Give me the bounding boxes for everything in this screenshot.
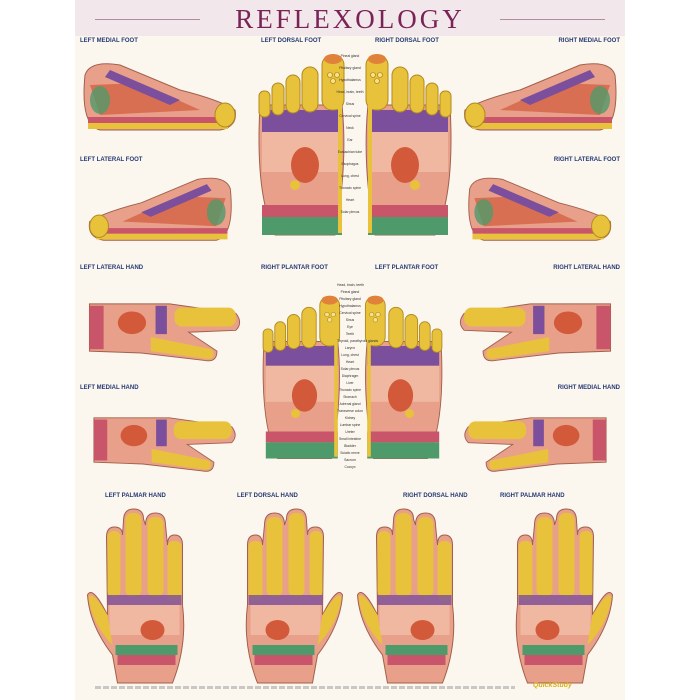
left-palmar-hand-diagram	[85, 505, 210, 685]
plantar-label: Sciatic nerve	[340, 451, 360, 455]
dorsal-label: Thoracic spine	[338, 186, 362, 190]
plantar-label: Pineal gland	[340, 290, 360, 294]
header-left-dorsal-foot: LEFT DORSAL FOOT	[261, 38, 322, 44]
page-title: REFLEXOLOGY	[235, 4, 465, 34]
plantar-label: Small intestine	[338, 437, 362, 441]
right-plantar-foot-diagram	[255, 275, 345, 480]
header-left-lateral-foot: LEFT LATERAL FOOT	[80, 157, 143, 163]
plantar-label-column: Head, brain, teeth Pineal gland Pituitar…	[337, 282, 379, 471]
plantar-label: Lumbar spine	[339, 423, 361, 427]
dorsal-label: Cervical spine	[339, 114, 361, 118]
plantar-label: Thoracic spine	[338, 388, 362, 392]
plantar-label: Stomach	[343, 395, 357, 399]
dorsal-label: Eustachian tube	[337, 150, 363, 154]
dorsal-label: Lung, chest	[341, 174, 359, 178]
header-left-palmar-hand: LEFT PALMAR HAND	[105, 493, 166, 499]
dorsal-label: Neck	[346, 126, 354, 130]
dorsal-label: Sinus	[345, 102, 355, 106]
dorsal-label: Esophagus	[341, 162, 359, 166]
right-lateral-hand-diagram	[450, 285, 620, 370]
reflexology-poster: REFLEXOLOGY	[75, 0, 625, 700]
dorsal-label-column: Pineal gland Pituitary gland Hypothalamu…	[336, 50, 364, 218]
left-plantar-foot-diagram	[360, 275, 450, 480]
plantar-label: Cervical spine	[339, 311, 361, 315]
dorsal-label: Solar plexus	[340, 210, 360, 214]
dorsal-label: Pituitary gland	[339, 66, 361, 70]
header-left-plantar-foot: LEFT PLANTAR FOOT	[375, 265, 439, 271]
left-lateral-hand-diagram	[80, 285, 250, 370]
left-lateral-foot-diagram	[80, 170, 240, 245]
dorsal-label: Heart	[345, 198, 355, 202]
header-right-medial-foot: RIGHT MEDIAL FOOT	[558, 38, 620, 44]
right-dorsal-hand-diagram	[355, 505, 480, 685]
dorsal-label: Ear	[347, 138, 353, 142]
plantar-label: Ureter	[345, 430, 355, 434]
plantar-label: Coccyx	[344, 465, 356, 469]
header-right-plantar-foot: RIGHT PLANTAR FOOT	[261, 265, 328, 271]
plantar-label: Bladder	[344, 444, 356, 448]
quickstudy-logo: QuickStudy	[533, 682, 572, 689]
header-right-dorsal-foot: RIGHT DORSAL FOOT	[375, 38, 439, 44]
disclaimer-text	[95, 686, 515, 689]
dorsal-label: Pineal gland	[340, 54, 360, 58]
title-rule-left	[95, 19, 200, 20]
left-medial-foot-diagram	[80, 55, 240, 135]
plantar-label: Head, brain, teeth	[337, 283, 364, 287]
plantar-label: Sacrum	[344, 458, 356, 462]
header-left-medial-foot: LEFT MEDIAL FOOT	[80, 38, 138, 44]
header-left-lateral-hand: LEFT LATERAL HAND	[80, 265, 144, 271]
title-rule-right	[500, 19, 605, 20]
plantar-label: Thyroid, parathyroid glands	[337, 339, 379, 343]
plantar-label: Solar plexus	[340, 367, 360, 371]
plantar-label: Transverse colon	[337, 409, 363, 413]
header-right-lateral-hand: RIGHT LATERAL HAND	[553, 265, 620, 271]
plantar-label: Liver	[346, 381, 354, 385]
plantar-label: Kidney	[344, 416, 356, 420]
plantar-label: Lung, chest	[341, 353, 359, 357]
header-left-dorsal-hand: LEFT DORSAL HAND	[237, 493, 298, 499]
plantar-label: Sinus	[345, 318, 355, 322]
plantar-label: Hypothalamus	[339, 304, 361, 308]
left-dorsal-foot-diagram	[250, 45, 350, 245]
right-dorsal-foot-diagram	[360, 45, 460, 245]
plantar-label: Adrenal gland	[339, 402, 361, 406]
header-right-medial-hand: RIGHT MEDIAL HAND	[557, 385, 620, 391]
plantar-label: Pituitary gland	[339, 297, 361, 301]
header-right-palmar-hand: RIGHT PALMAR HAND	[500, 493, 565, 499]
header-left-medial-hand: LEFT MEDIAL HAND	[80, 385, 139, 391]
right-medial-hand-diagram	[450, 400, 620, 480]
right-lateral-foot-diagram	[460, 170, 620, 245]
left-dorsal-hand-diagram	[220, 505, 345, 685]
dorsal-label: Hypothalamus	[339, 78, 361, 82]
title-band	[75, 0, 625, 36]
header-right-lateral-foot: RIGHT LATERAL FOOT	[553, 157, 620, 163]
plantar-label: Diaphragm	[341, 374, 359, 378]
plantar-label: Larynx	[344, 346, 356, 350]
plantar-label: Heart	[345, 360, 355, 364]
header-right-dorsal-hand: RIGHT DORSAL HAND	[403, 493, 468, 499]
plantar-label: Teeth	[345, 332, 355, 336]
left-medial-hand-diagram	[80, 400, 250, 480]
plantar-label: Eye	[347, 325, 353, 329]
right-palmar-hand-diagram	[490, 505, 615, 685]
right-medial-foot-diagram	[460, 55, 620, 135]
dorsal-label: Head, brain, teeth	[336, 90, 364, 94]
